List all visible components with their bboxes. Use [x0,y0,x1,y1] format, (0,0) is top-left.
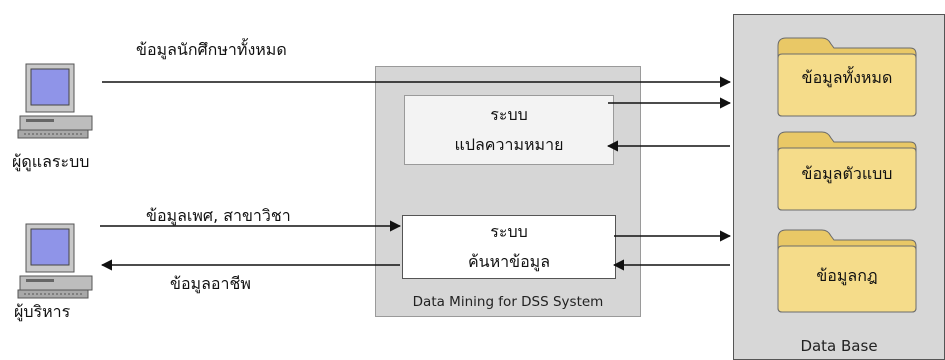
folder-label-all-data: ข้อมูลทั้งหมด [801,68,893,87]
interpret-system-line1: ระบบ [490,105,528,124]
search-system-line2: ค้นหาข้อมูล [467,252,551,271]
folder-label-rules-data: ข้อมูลกฎ [816,266,878,285]
folder-all-data: ข้อมูลทั้งหมด [774,30,920,118]
flow-label-occupation: ข้อมูลอาชีพ [170,274,251,293]
dss-system-caption: Data Mining for DSS System [412,294,604,310]
database-caption: Data Base [800,337,878,355]
executive-computer [16,222,100,300]
admin-computer [16,62,100,140]
admin-label: ผู้ดูแลระบบ [12,152,90,171]
interpret-system-box: ระบบ แปลความหมาย [404,95,614,165]
folder-label-model-data: ข้อมูลตัวแบบ [801,164,893,183]
folder-rules-data: ข้อมูลกฎ [774,222,920,314]
interpret-system-line2: แปลความหมาย [454,135,564,154]
folder-model-data: ข้อมูลตัวแบบ [774,124,920,212]
folder-icon [777,229,917,313]
search-system-line1: ระบบ [490,222,528,241]
search-system-box: ระบบ ค้นหาข้อมูล [402,215,616,279]
folder-icon [777,37,917,117]
computer-icon [17,223,93,299]
executive-label: ผู้บริหาร [14,302,71,321]
dss-system-box: ระบบ แปลความหมาย ระบบ ค้นหาข้อมูล Data M… [375,66,641,317]
flow-label-all-student-data: ข้อมูลนักศึกษาทั้งหมด [136,40,287,59]
flow-label-gender-major: ข้อมูลเพศ, สาขาวิชา [146,206,291,225]
computer-icon [17,63,93,139]
folder-icon [777,131,917,211]
